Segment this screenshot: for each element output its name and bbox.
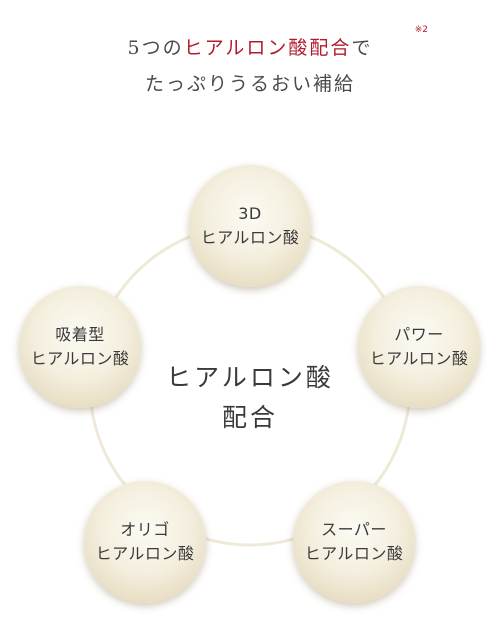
node-3d-name: 3D	[238, 204, 262, 223]
node-oligo-label: ヒアルロン酸	[95, 544, 195, 563]
hyaluronic-node-adsorption: 吸着型 ヒアルロン酸	[19, 286, 141, 408]
node-power-name: パワー	[394, 325, 444, 344]
footnote-mark: ※2	[414, 25, 428, 35]
headline-line-1: 5つのヒアルロン酸配合で	[0, 30, 500, 66]
node-adsorption-label: ヒアルロン酸	[30, 349, 130, 368]
center-label-line-2: 配合	[221, 403, 278, 432]
headline: 5つのヒアルロン酸配合で ※2 たっぷりうるおい補給	[0, 26, 500, 102]
headline-prefix: 5つの	[127, 37, 184, 59]
node-oligo-name: オリゴ	[120, 520, 170, 539]
node-super-name: スーパー	[321, 520, 387, 539]
center-label-line-1: ヒアルロン酸	[166, 363, 334, 392]
node-adsorption-name: 吸着型	[55, 325, 105, 344]
hyaluronic-node-power: パワー ヒアルロン酸	[358, 286, 480, 408]
center-label: ヒアルロン酸 配合	[150, 358, 350, 438]
headline-suffix: で	[351, 37, 373, 59]
hyaluronic-node-super: スーパー ヒアルロン酸	[293, 481, 415, 603]
hyaluronic-node-3d: 3D ヒアルロン酸	[189, 165, 311, 287]
node-power-label: ヒアルロン酸	[369, 349, 469, 368]
node-super-label: ヒアルロン酸	[304, 544, 404, 563]
node-3d-label: ヒアルロン酸	[200, 228, 300, 247]
headline-line-2: たっぷりうるおい補給	[144, 73, 355, 95]
headline-accent: ヒアルロン酸配合	[183, 37, 352, 59]
hyaluronic-node-oligo: オリゴ ヒアルロン酸	[84, 481, 206, 603]
